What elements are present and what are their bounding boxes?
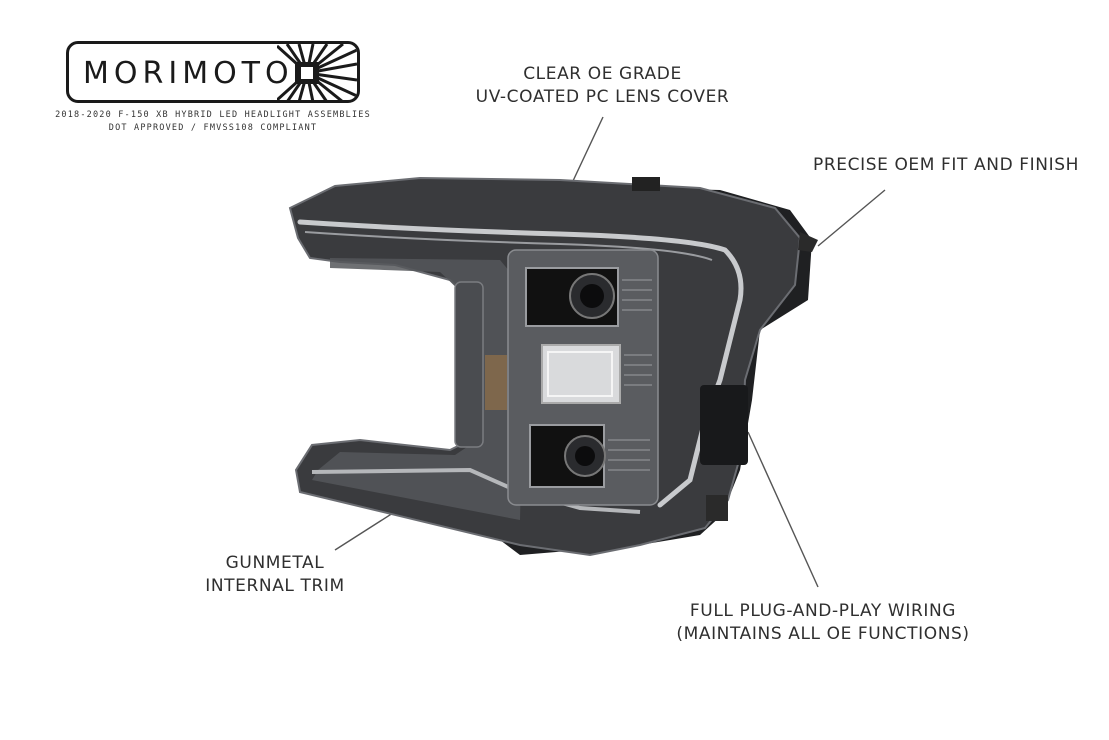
side-marker [485,355,507,410]
wiring-callout: FULL PLUG-AND-PLAY WIRING (MAINTAINS ALL… [662,600,984,646]
drl-strip [297,219,744,508]
lens-callout-line1: CLEAR OE GRADE [523,64,682,84]
wiring-callout-line1: FULL PLUG-AND-PLAY WIRING [689,601,957,621]
compliance-tagline: DOT APPROVED / FMVSS108 COMPLIANT [108,123,318,133]
trim-callout: GUNMETAL INTERNAL TRIM [190,552,360,598]
trim-callout-line2: INTERNAL TRIM [205,576,345,596]
wiring-leader-line [747,431,819,588]
fit-callout: PRECISE OEM FIT AND FINISH [800,154,1092,177]
fit-leader-line [817,189,886,247]
rising-sun-icon [277,44,357,100]
morimoto-logo: MORIMOTO [66,41,360,103]
lens-callout: CLEAR OE GRADE UV-COATED PC LENS COVER [460,63,745,109]
fog-lamp [541,344,621,404]
product-tagline: 2018-2020 F-150 XB HYBRID LED HEADLIGHT … [55,110,371,120]
fit-callout-line1: PRECISE OEM FIT AND FINISH [813,155,1079,175]
logo-wordmark: MORIMOTO [83,56,294,91]
wiring-callout-line2: (MAINTAINS ALL OE FUNCTIONS) [676,624,970,644]
wiring-connector [700,385,748,465]
lens-callout-line2: UV-COATED PC LENS COVER [475,87,730,107]
trim-callout-line1: GUNMETAL [225,553,325,573]
